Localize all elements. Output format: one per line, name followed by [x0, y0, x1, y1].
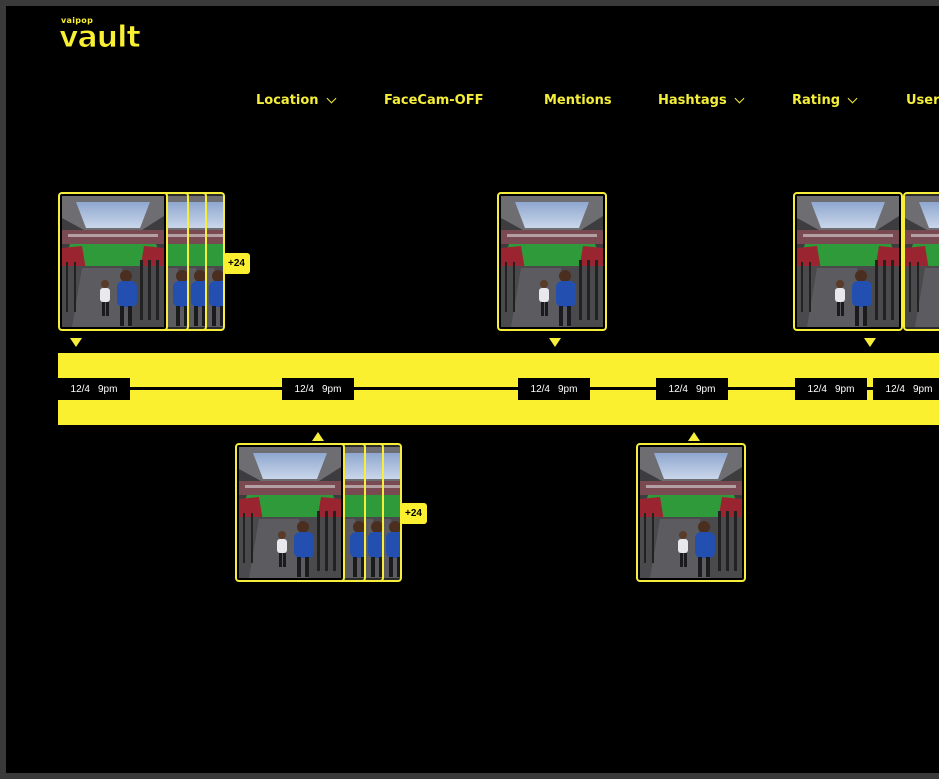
filter-facecam[interactable]: FaceCam-OFF	[384, 90, 483, 110]
time-label: 9pm	[835, 383, 855, 395]
photo-thumbnail[interactable]	[636, 443, 746, 582]
chevron-down-icon	[734, 93, 745, 103]
logo-small-text: vaipop	[61, 16, 94, 25]
photo-stack-layer	[903, 192, 939, 331]
date-label: 12/4	[668, 383, 688, 395]
time-label: 9pm	[322, 383, 342, 395]
pointer-down-icon	[864, 338, 876, 347]
vault-timeline-screen: vaipop vault Location FaceCam-OFF Mentio…	[6, 6, 939, 773]
timeline-line	[58, 387, 939, 390]
time-label: 9pm	[558, 383, 578, 395]
timeline-date-marker[interactable]: 12/4 9pm	[518, 378, 590, 400]
vault-logo[interactable]: vaipop vault	[59, 14, 161, 56]
timeline-date-marker[interactable]: 12/4 9pm	[795, 378, 867, 400]
date-label: 12/4	[530, 383, 550, 395]
timeline-date-marker[interactable]: 12/4 9pm	[656, 378, 728, 400]
photo-thumbnail[interactable]	[793, 192, 903, 331]
timeline-date-marker[interactable]: 12/4 9pm	[58, 378, 130, 400]
chevron-down-icon	[847, 93, 858, 103]
chevron-down-icon	[326, 93, 337, 103]
filter-mentions-label: Mentions	[544, 92, 612, 108]
pointer-down-icon	[549, 338, 561, 347]
pointer-down-icon	[70, 338, 82, 347]
photo-thumbnail[interactable]	[58, 192, 168, 331]
date-label: 12/4	[807, 383, 827, 395]
photo-thumbnail[interactable]	[235, 443, 345, 582]
filter-location-label: Location	[256, 92, 319, 108]
logo-name: vault	[59, 20, 142, 56]
filter-username-label: UserN	[906, 92, 939, 108]
filter-rating[interactable]: Rating	[792, 90, 858, 110]
pointer-up-icon	[688, 432, 700, 441]
time-label: 9pm	[98, 383, 118, 395]
filter-mentions[interactable]: Mentions	[544, 90, 612, 110]
pointer-up-icon	[312, 432, 324, 441]
more-count-badge[interactable]: +24	[223, 253, 250, 274]
filter-hashtags-label: Hashtags	[658, 92, 727, 108]
filter-hashtags[interactable]: Hashtags	[658, 90, 745, 110]
filter-location[interactable]: Location	[256, 90, 337, 110]
photo-thumbnail[interactable]	[497, 192, 607, 331]
more-count-badge[interactable]: +24	[400, 503, 427, 524]
filter-username[interactable]: UserN	[906, 90, 939, 110]
timeline-date-marker[interactable]: 12/4 9pm	[282, 378, 354, 400]
filter-rating-label: Rating	[792, 92, 841, 108]
date-label: 12/4	[885, 383, 905, 395]
filter-facecam-label: FaceCam-OFF	[384, 92, 484, 108]
date-label: 12/4	[70, 383, 90, 395]
timeline-date-marker[interactable]: 12/4 9pm	[873, 378, 939, 400]
time-label: 9pm	[696, 383, 716, 395]
date-label: 12/4	[294, 383, 314, 395]
time-label: 9pm	[913, 383, 933, 395]
